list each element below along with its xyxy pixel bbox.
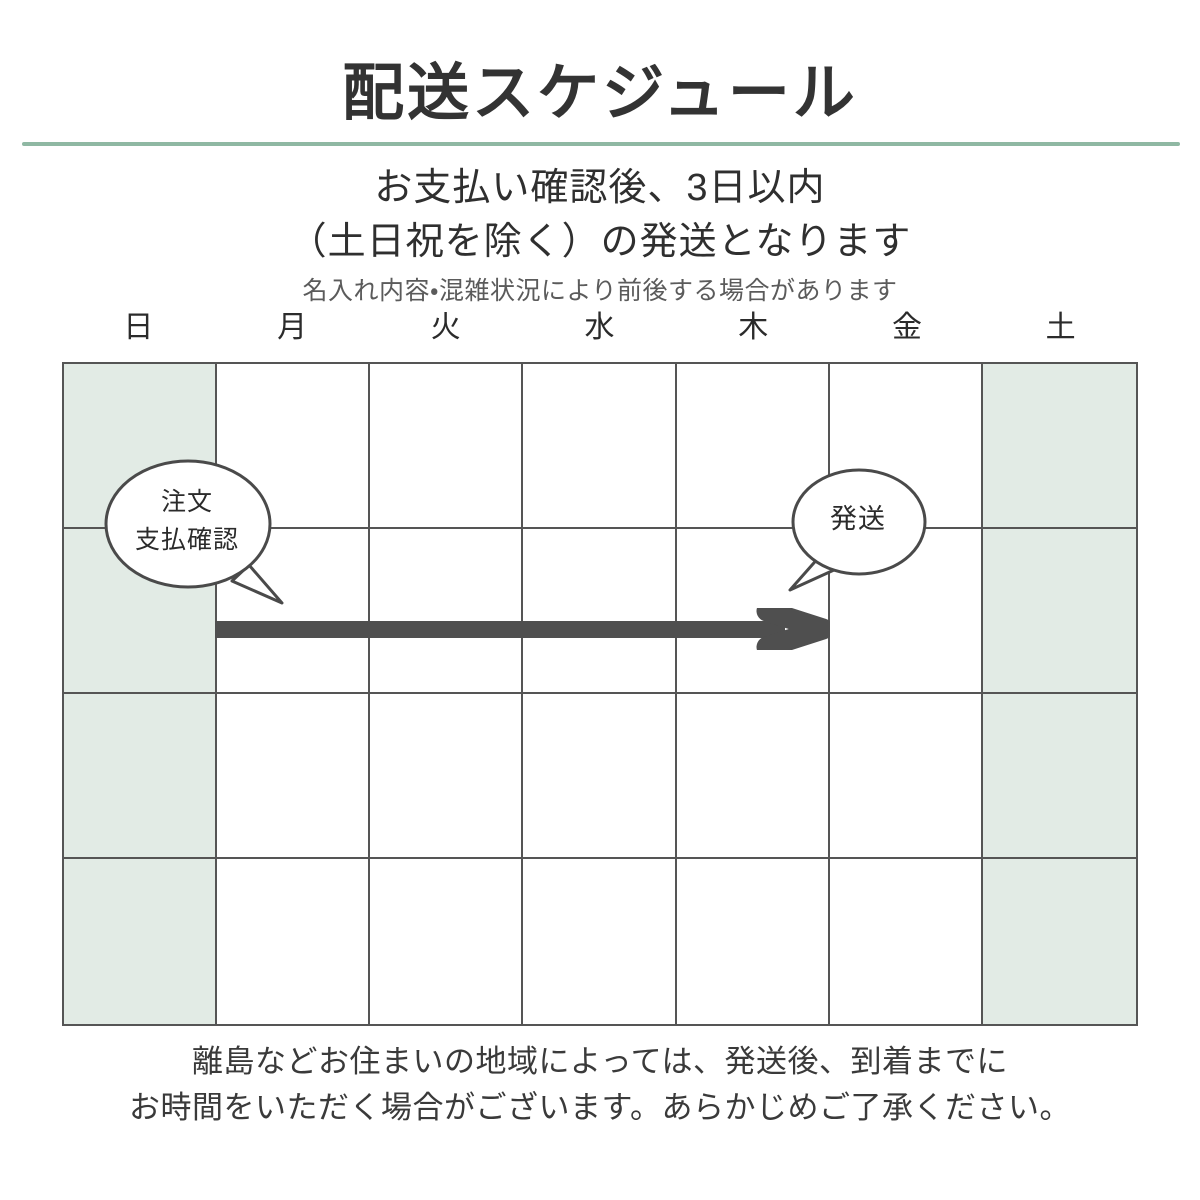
calendar-cell-r2-水 bbox=[523, 529, 677, 694]
calendar-cell-r2-日 bbox=[64, 529, 218, 694]
weekday-header-fri: 金 bbox=[891, 311, 923, 344]
calendar-cell-r3-月 bbox=[217, 694, 371, 859]
weekday-header-wed: 水 bbox=[584, 311, 616, 344]
calendar-cell-r3-水 bbox=[523, 694, 677, 859]
calendar-cell-r4-月 bbox=[217, 859, 371, 1024]
calendar-cell-r1-日 bbox=[64, 364, 218, 529]
subtitle-line-1: お支払い確認後、3日以内 bbox=[374, 167, 826, 209]
weekday-header-thu: 木 bbox=[738, 311, 770, 344]
calendar-cell-r1-土 bbox=[982, 364, 1136, 529]
weekday-header-row: 日 月 火 水 木 金 土 bbox=[62, 306, 1138, 350]
footer-line-1: 離島などお住まいの地域によっては、発送後、到着までに bbox=[192, 1044, 1008, 1079]
weekday-header-sat: 土 bbox=[1045, 311, 1077, 344]
page-title: 配送スケジュール bbox=[342, 59, 858, 128]
calendar-cell-r3-日 bbox=[64, 694, 218, 859]
footer-line-2: お時間をいただく場合がございます。あらかじめご了承ください。 bbox=[129, 1090, 1071, 1125]
calendar-cell-r1-金 bbox=[829, 364, 983, 529]
subtitle-line-2: （土日祝を除く）の発送となります bbox=[288, 221, 912, 263]
calendar-cell-r1-木 bbox=[676, 364, 830, 529]
calendar-cell-r1-火 bbox=[370, 364, 524, 529]
calendar-cell-r4-金 bbox=[829, 859, 983, 1024]
subtitle-note: 名入れ内容・混雑状況により前後する場合があります bbox=[302, 277, 898, 305]
calendar-cell-r3-火 bbox=[370, 694, 524, 859]
title-divider bbox=[22, 142, 1180, 146]
calendar-cell-r2-木 bbox=[676, 529, 830, 694]
calendar-cell-r4-火 bbox=[370, 859, 524, 1024]
calendar-cell-r4-水 bbox=[523, 859, 677, 1024]
calendar-cell-r2-月 bbox=[217, 529, 371, 694]
calendar-cell-r1-月 bbox=[217, 364, 371, 529]
calendar-cell-r3-土 bbox=[982, 694, 1136, 859]
weekday-header-sun: 日 bbox=[123, 311, 155, 344]
calendar-cell-r4-日 bbox=[64, 859, 218, 1024]
calendar-cell-r3-木 bbox=[676, 694, 830, 859]
calendar-cell-r3-金 bbox=[829, 694, 983, 859]
calendar-cell-r4-土 bbox=[982, 859, 1136, 1024]
weekday-header-tue: 火 bbox=[430, 311, 462, 344]
calendar-cell-r4-木 bbox=[676, 859, 830, 1024]
calendar-cell-r1-水 bbox=[523, 364, 677, 529]
weekday-header-mon: 月 bbox=[277, 311, 309, 344]
calendar-grid bbox=[62, 362, 1138, 1026]
calendar-cell-r2-金 bbox=[829, 529, 983, 694]
calendar-cell-r2-土 bbox=[982, 529, 1136, 694]
calendar-cell-r2-火 bbox=[370, 529, 524, 694]
